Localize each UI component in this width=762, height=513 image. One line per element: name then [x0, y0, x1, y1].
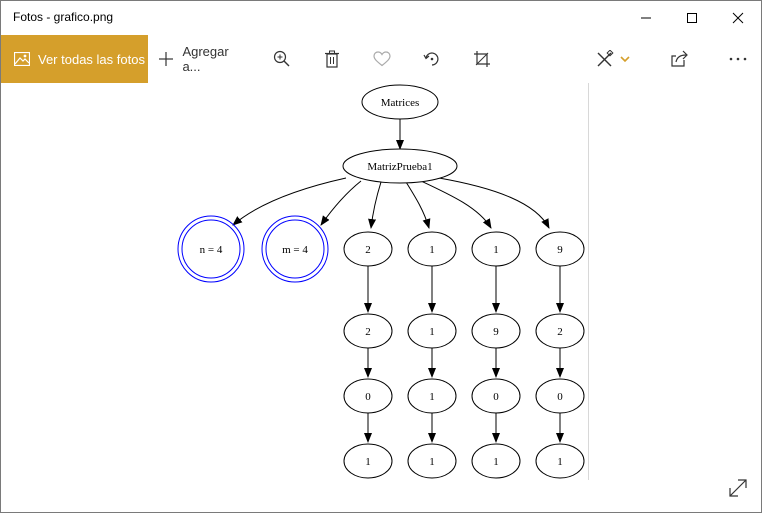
- edit-create-icon: [597, 50, 614, 67]
- image-viewer[interactable]: Matrices MatrizPrueba1 n = 4 m = 4 2 2 0…: [1, 83, 761, 512]
- node-c3-r2: 9: [471, 313, 521, 349]
- maximize-button[interactable]: [669, 1, 715, 35]
- node-c2-r2-label: 1: [429, 326, 435, 338]
- node-c2-r3: 1: [407, 378, 457, 414]
- trash-icon: [325, 50, 339, 68]
- rotate-button[interactable]: [417, 35, 447, 83]
- node-c4-r4-label: 1: [557, 456, 563, 468]
- toolbar: Ver todas las fotos Agregar a...: [1, 35, 761, 83]
- edge-child-col3: [420, 180, 492, 229]
- edge-child-col2: [405, 181, 431, 229]
- graph-edges: [232, 119, 564, 443]
- more-icon: [729, 57, 747, 61]
- node-root: Matrices: [361, 84, 439, 120]
- window-title: Fotos - grafico.png: [13, 10, 114, 24]
- maximize-icon: [687, 13, 697, 23]
- favorite-button[interactable]: [367, 35, 397, 83]
- node-c2-r4: 1: [407, 443, 457, 479]
- node-c4-r2: 2: [535, 313, 585, 349]
- more-button[interactable]: [723, 35, 753, 83]
- node-c1-r1: 2: [343, 231, 393, 267]
- zoom-button[interactable]: [267, 35, 297, 83]
- node-c4-r1: 9: [535, 231, 585, 267]
- node-c1-r2-label: 2: [365, 326, 371, 338]
- share-icon: [671, 50, 688, 67]
- add-to-label: Agregar a...: [182, 44, 229, 74]
- node-c4-r1-label: 9: [557, 244, 563, 256]
- node-c3-r4: 1: [471, 443, 521, 479]
- node-c1-r3-label: 0: [365, 391, 371, 403]
- node-c1-r4-label: 1: [365, 456, 371, 468]
- view-all-photos-button[interactable]: Ver todas las fotos: [1, 35, 148, 83]
- edge-child-col1: [368, 181, 382, 229]
- node-c2-r4-label: 1: [429, 456, 435, 468]
- node-c1-r1-label: 2: [365, 244, 371, 256]
- expand-icon[interactable]: [725, 475, 751, 501]
- heart-icon: [373, 51, 391, 67]
- node-c3-r1: 1: [471, 231, 521, 267]
- node-child: MatrizPrueba1: [342, 148, 458, 184]
- node-c3-r3: 0: [471, 378, 521, 414]
- rotate-icon: [423, 52, 439, 66]
- edit-create-button[interactable]: [591, 35, 635, 83]
- node-c1-r3: 0: [343, 378, 393, 414]
- node-c3-r2-label: 9: [493, 326, 499, 338]
- crop-button[interactable]: [467, 35, 497, 83]
- node-c3-r4-label: 1: [493, 456, 499, 468]
- node-c2-r1: 1: [407, 231, 457, 267]
- share-button[interactable]: [665, 35, 695, 83]
- node-c4-r3: 0: [535, 378, 585, 414]
- graph-image: Matrices MatrizPrueba1 n = 4 m = 4 2 2 0…: [177, 84, 585, 479]
- close-icon: [732, 12, 744, 24]
- view-all-photos-label: Ver todas las fotos: [38, 51, 145, 67]
- crop-icon: [474, 51, 490, 67]
- edge-child-col4: [438, 177, 550, 229]
- node-c2-r2: 1: [407, 313, 457, 349]
- node-dim-m-label: m = 4: [282, 244, 308, 256]
- node-c3-r3-label: 0: [493, 391, 499, 403]
- photos-icon: [14, 52, 30, 66]
- close-button[interactable]: [715, 1, 761, 35]
- delete-button[interactable]: [317, 35, 347, 83]
- minimize-button[interactable]: [623, 1, 669, 35]
- edge-child-n: [232, 177, 347, 226]
- image-right-edge: [588, 83, 589, 480]
- chevron-down-icon: [620, 56, 630, 63]
- node-dim-n-label: n = 4: [200, 244, 223, 256]
- node-c1-r2: 2: [343, 313, 393, 349]
- node-c4-r3-label: 0: [557, 391, 563, 403]
- plus-icon: [159, 52, 173, 66]
- title-bar: Fotos - grafico.png: [1, 1, 761, 35]
- node-c2-r3-label: 1: [429, 391, 435, 403]
- node-root-label: Matrices: [381, 97, 419, 109]
- add-to-button[interactable]: Agregar a...: [158, 35, 248, 83]
- node-c1-r4: 1: [343, 443, 393, 479]
- node-c2-r1-label: 1: [429, 244, 435, 256]
- node-c3-r1-label: 1: [493, 244, 499, 256]
- node-dim-m: m = 4: [261, 215, 329, 283]
- node-c4-r4: 1: [535, 443, 585, 479]
- node-child-label: MatrizPrueba1: [367, 161, 432, 173]
- node-c4-r2-label: 2: [557, 326, 563, 338]
- zoom-in-icon: [273, 50, 290, 67]
- edge-child-m: [320, 180, 362, 226]
- minimize-icon: [641, 17, 651, 19]
- node-dim-n: n = 4: [177, 215, 245, 283]
